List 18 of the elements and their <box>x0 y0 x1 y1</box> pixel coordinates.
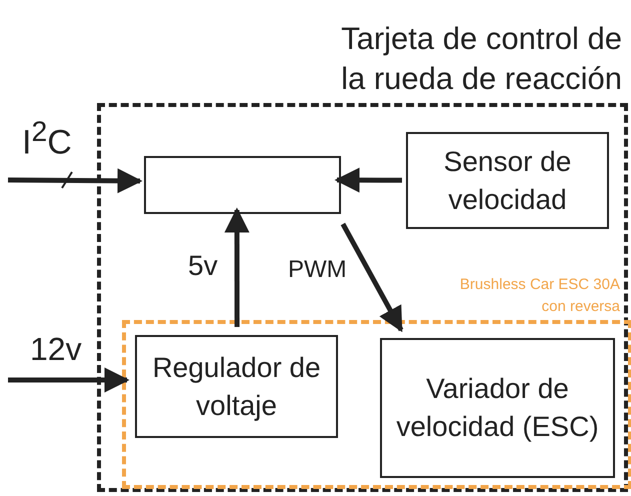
microcontroller-box <box>144 156 341 214</box>
edge-label: 12v <box>30 333 82 365</box>
process-box <box>135 335 338 438</box>
box-label: Sensor de velocidad <box>442 144 572 216</box>
box-label: Regulador de voltaje <box>151 350 322 423</box>
edge-label: PWM <box>288 258 347 282</box>
edge-label: 5v <box>188 252 218 280</box>
arrow <box>334 168 402 193</box>
arrow <box>224 208 250 327</box>
arrow <box>8 368 130 393</box>
edge-label: I$^{2}$C <box>22 118 72 160</box>
board-title: Tarjeta de control de la rueda de reacción <box>340 20 622 98</box>
arrow <box>8 168 142 194</box>
module-title: Brushless Car ESC 30A con reversa <box>458 275 620 317</box>
arrow <box>340 222 404 332</box>
process-box <box>380 338 615 478</box>
box-label: Variador de velocidad (ESC) <box>395 372 600 444</box>
process-box <box>406 132 609 229</box>
